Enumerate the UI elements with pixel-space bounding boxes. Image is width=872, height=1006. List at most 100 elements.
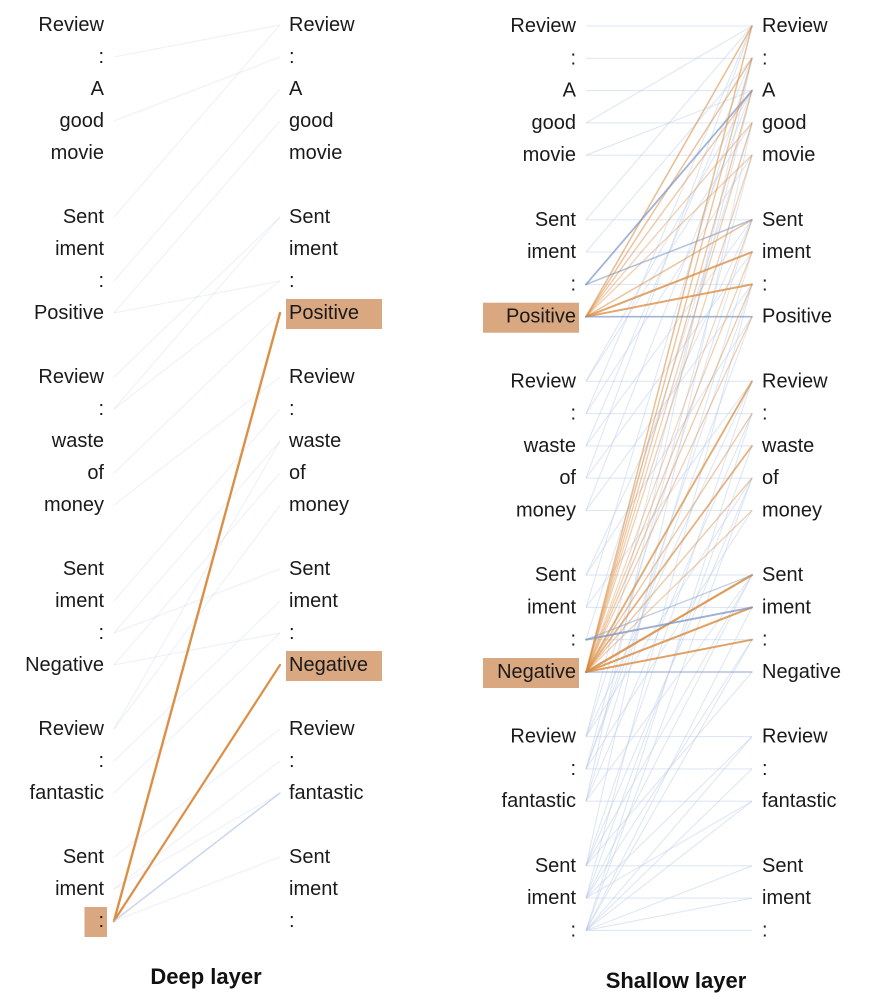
shallow-attention-edge-0: [585, 25, 753, 318]
shallow-right-token-5: Sent: [762, 209, 804, 231]
deep-left-token-20: fantastic: [30, 782, 104, 804]
shallow-faint-edge-56: [585, 25, 753, 414]
deep-right-token-column: Review:AgoodmovieSentiment:PositiveRevie…: [286, 14, 382, 932]
shallow-attention-edge-12: [585, 57, 753, 673]
deep-right-token-2: A: [289, 78, 303, 100]
shallow-faint-edge-67: [585, 413, 753, 802]
deep-faint-edge-6: [113, 280, 281, 410]
deep-faint-edge-20: [113, 280, 281, 314]
shallow-faint-edge-37: [585, 219, 753, 447]
shallow-right-token-3: good: [762, 112, 807, 134]
deep-right-token-19: :: [289, 750, 295, 772]
shallow-faint-edge-65: [585, 574, 753, 899]
shallow-left-token-9: Review: [510, 370, 576, 392]
deep-right-token-16: :: [289, 622, 295, 644]
deep-faint-edges: [113, 24, 281, 922]
deep-faint-edge-11: [113, 472, 281, 666]
shallow-left-highlight-17: [483, 658, 579, 688]
deep-right-token-3: good: [289, 110, 334, 132]
deep-right-token-10: :: [289, 398, 295, 420]
shallow-attention-edge-3: [585, 122, 753, 318]
shallow-attention-edge-14: [585, 122, 753, 673]
deep-right-token-6: iment: [289, 238, 338, 260]
deep-right-token-11: waste: [288, 430, 341, 452]
deep-faint-edge-5: [113, 216, 281, 378]
shallow-attention-edge-2: [585, 89, 753, 318]
deep-right-token-4: movie: [289, 142, 342, 164]
shallow-right-token-15: iment: [762, 596, 811, 618]
shallow-faint-edge-49: [585, 90, 753, 737]
shallow-right-token-16: :: [762, 629, 768, 651]
shallow-left-token-11: waste: [523, 435, 576, 457]
deep-right-token-21: Sent: [289, 846, 331, 868]
shallow-right-token-2: A: [762, 80, 776, 102]
shallow-faint-edge-63: [585, 219, 753, 737]
shallow-faint-edge-29: [585, 671, 753, 867]
shallow-left-token-14: Sent: [535, 564, 577, 586]
shallow-faint-edge-34: [585, 316, 753, 576]
shallow-faint-edge-28: [585, 800, 753, 899]
deep-left-token-7: :: [98, 270, 104, 292]
deep-faint-edge-8: [113, 376, 281, 506]
deep-faint-edge-17: [113, 856, 281, 922]
shallow-attention-edge-21: [585, 412, 753, 673]
deep-faint-edge-0: [113, 24, 281, 58]
shallow-attention-edge-10: [585, 219, 753, 286]
shallow-right-token-19: :: [762, 758, 768, 780]
shallow-right-token-10: :: [762, 403, 768, 425]
deep-left-token-14: Sent: [63, 558, 105, 580]
shallow-faint-edge-22: [585, 736, 753, 931]
deep-faint-edge-21: [113, 632, 281, 666]
deep-faint-edge-19: [113, 216, 281, 410]
deep-faint-edge-3: [113, 88, 281, 282]
shallow-right-token-4: movie: [762, 144, 815, 166]
shallow-faint-edge-70: [585, 478, 753, 931]
shallow-attention-edge-30: [585, 574, 753, 641]
shallow-left-token-20: fantastic: [502, 790, 576, 812]
shallow-attention-edge-29: [585, 606, 753, 641]
shallow-faint-edge-60: [585, 122, 753, 866]
deep-right-token-23: :: [289, 910, 295, 932]
shallow-faint-edge-52: [585, 219, 753, 576]
shallow-attention-edge-5: [585, 219, 753, 318]
shallow-faint-edge-23: [585, 768, 753, 931]
shallow-left-token-5: Sent: [535, 209, 577, 231]
shallow-faint-edge-25: [585, 865, 753, 931]
deep-left-token-10: :: [98, 398, 104, 420]
shallow-faint-edge-72: [585, 574, 753, 867]
deep-right-token-17: Negative: [289, 654, 368, 676]
shallow-left-token-21: Sent: [535, 855, 577, 877]
deep-right-token-0: Review: [289, 14, 355, 36]
shallow-right-token-14: Sent: [762, 564, 804, 586]
shallow-faint-edge-71: [585, 639, 753, 899]
deep-left-token-4: movie: [51, 142, 104, 164]
shallow-faint-edge-44: [585, 607, 753, 931]
shallow-left-token-22: iment: [527, 887, 576, 909]
shallow-left-token-12: of: [559, 467, 576, 489]
deep-left-token-12: of: [87, 462, 104, 484]
shallow-faint-edge-51: [585, 58, 753, 608]
deep-faint-edge-14: [113, 632, 281, 794]
shallow-faint-edge-50: [585, 122, 753, 640]
shallow-left-token-13: money: [516, 500, 576, 522]
shallow-attention-edge-16: [585, 219, 753, 673]
deep-left-token-13: money: [44, 494, 104, 516]
shallow-faint-edge-32: [585, 477, 753, 737]
deep-left-token-3: good: [60, 110, 105, 132]
shallow-attention-edge-15: [585, 154, 753, 673]
shallow-layer-caption: Shallow layer: [606, 968, 747, 993]
deep-faint-edge-23: [113, 440, 281, 730]
shallow-left-token-16: :: [570, 629, 576, 651]
shallow-left-token-17: Negative: [497, 661, 576, 683]
shallow-left-token-6: iment: [527, 241, 576, 263]
deep-faint-edge-1: [113, 56, 281, 122]
deep-faint-edge-2: [113, 24, 281, 218]
shallow-faint-edges: [585, 25, 753, 931]
deep-right-highlight-17: [286, 651, 382, 681]
shallow-attention-edge-20: [585, 380, 753, 673]
deep-right-token-9: Review: [289, 366, 355, 388]
shallow-attention-edge-19: [585, 316, 753, 673]
shallow-right-token-22: iment: [762, 887, 811, 909]
deep-left-token-21: Sent: [63, 846, 105, 868]
deep-faint-edge-13: [113, 600, 281, 762]
